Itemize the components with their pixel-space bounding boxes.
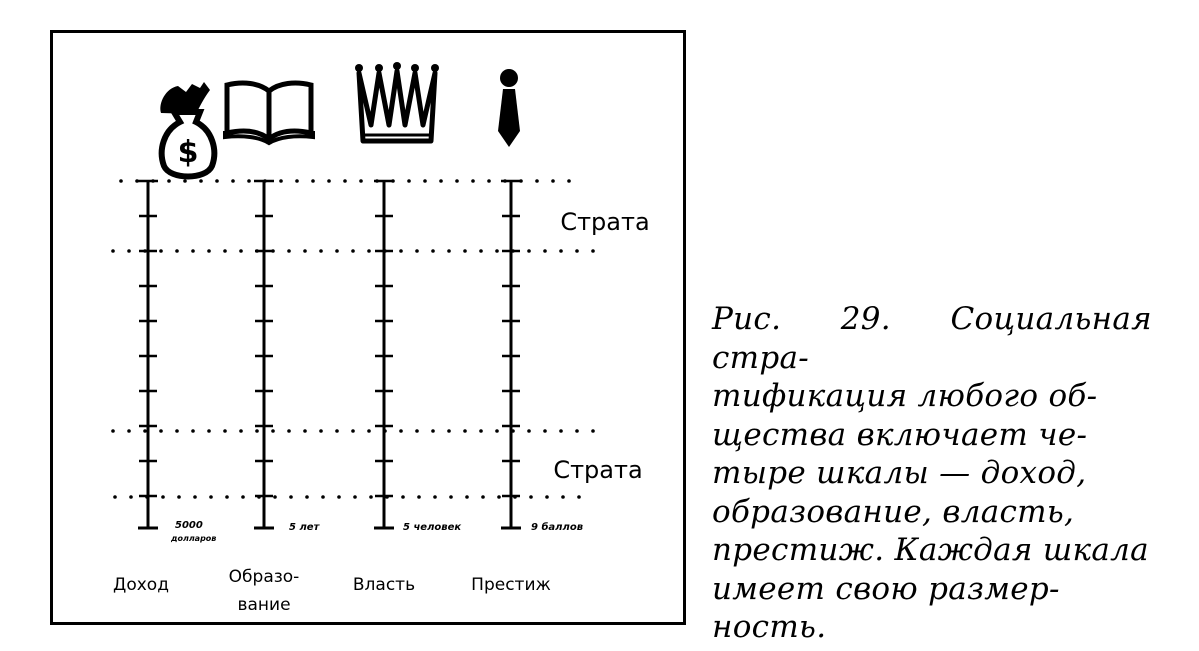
caption-line: тификация любого об- [712, 378, 1098, 414]
unit-income-1: 5000 [175, 520, 203, 531]
label-education-1: Образо- [229, 567, 300, 587]
scale-axis [254, 179, 274, 530]
stratum-boundary-line [111, 249, 595, 253]
crown-icon [355, 62, 439, 144]
figure-frame: $ Страта Страта [50, 30, 686, 625]
stratum-boundary-line [113, 495, 581, 499]
necktie-icon [498, 69, 520, 147]
caption-line: Рис. 29. Социальная стра- [712, 301, 1152, 376]
label-education-2: вание [237, 595, 290, 615]
label-income: Доход [113, 575, 169, 595]
scale-labels: Доход Образо- вание Власть Престиж [113, 567, 551, 615]
stratification-diagram: $ Страта Страта [111, 62, 650, 615]
unit-prestige: 9 баллов [531, 521, 583, 533]
scale-axis [138, 179, 158, 530]
caption-line: имеет свою размер- [712, 570, 1060, 607]
money-bag-icon: $ [158, 82, 218, 180]
stratum-boundaries [111, 179, 595, 499]
scales [138, 179, 521, 530]
open-book-icon [223, 80, 315, 146]
strata-label-top: Страта [560, 208, 649, 236]
unit-income-2: долларов [170, 534, 216, 543]
label-prestige: Престиж [471, 575, 551, 595]
svg-text:$: $ [178, 135, 199, 170]
scale-axis [501, 179, 521, 530]
strata-label-bottom: Страта [553, 456, 642, 484]
scale-units: 5000 долларов 5 лет 5 человек 9 баллов [170, 520, 583, 543]
caption-line: образование, власть, [712, 493, 1075, 530]
unit-power: 5 человек [403, 522, 461, 533]
label-power: Власть [353, 575, 415, 595]
caption-line: ность. [712, 609, 827, 645]
caption-line: престиж. Каждая шкала [712, 532, 1149, 568]
caption-line: щества включает че- [712, 416, 1088, 453]
caption-line: тыре шкалы — доход, [712, 455, 1087, 491]
scale-axis [374, 179, 394, 530]
figure-caption: Рис. 29. Социальная стра- тификация любо… [712, 300, 1152, 647]
stratum-boundary-line [111, 429, 595, 433]
unit-education: 5 лет [289, 522, 321, 533]
